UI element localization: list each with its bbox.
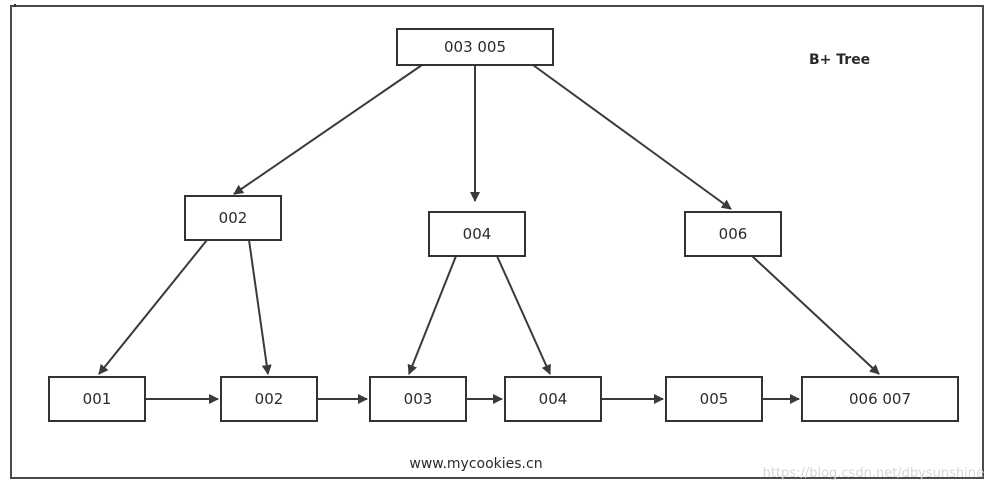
leaf-node-003-label: 003 <box>404 390 433 408</box>
edge-n006-to-leaf006 <box>751 255 880 375</box>
internal-node-002: 002 <box>184 195 282 241</box>
leaf-node-001-label: 001 <box>83 390 112 408</box>
leaf-node-006-007: 006 007 <box>801 376 959 422</box>
leaf-node-003: 003 <box>369 376 467 422</box>
edge-n002-to-leaf002 <box>248 239 272 375</box>
internal-node-002-label: 002 <box>219 209 248 227</box>
internal-node-006-label: 006 <box>719 225 748 243</box>
diagram-frame <box>10 5 984 479</box>
watermark: https://blog.csdn.net/dbysunshine <box>763 466 984 481</box>
internal-node-004-label: 004 <box>463 225 492 243</box>
leaf-node-005-label: 005 <box>700 390 729 408</box>
edge-n004-to-leaf004 <box>496 255 551 375</box>
leaf-node-002-label: 002 <box>255 390 284 408</box>
internal-node-006: 006 <box>684 211 782 257</box>
edge-n002-to-leaf001 <box>98 239 208 375</box>
leaf-node-005: 005 <box>665 376 763 422</box>
leaf-node-004-label: 004 <box>539 390 568 408</box>
leaf-node-004: 004 <box>504 376 602 422</box>
internal-node-004: 004 <box>428 211 526 257</box>
leaf-node-002: 002 <box>220 376 318 422</box>
corner-dot <box>14 4 16 7</box>
nodes-layer: 003 005 002 004 006 001 002 003 004 <box>48 28 959 422</box>
edge-n004-to-leaf003 <box>407 255 457 375</box>
diagram-title: B+ Tree <box>809 52 870 68</box>
leaf-node-001: 001 <box>48 376 146 422</box>
edge-root-to-n002 <box>233 64 423 195</box>
footer-url: www.mycookies.cn <box>409 456 542 472</box>
root-node: 003 005 <box>396 28 554 66</box>
leaf-node-006-007-label: 006 007 <box>849 390 911 408</box>
root-node-label: 003 005 <box>444 38 506 56</box>
edges-layer <box>98 64 880 404</box>
edge-root-to-n006 <box>532 64 732 210</box>
